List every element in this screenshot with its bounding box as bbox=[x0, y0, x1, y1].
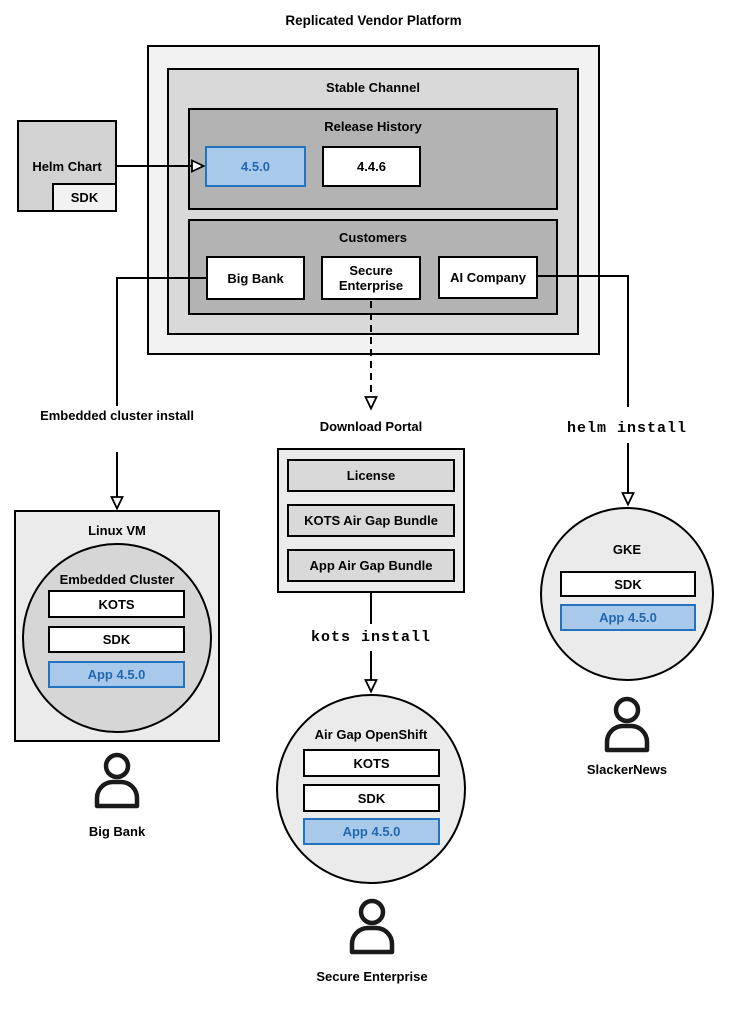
slackernews-person-icon bbox=[604, 696, 650, 753]
stable-channel-label: Stable Channel bbox=[326, 80, 420, 95]
helm-sdk-box: SDK bbox=[52, 183, 117, 212]
openshift-sdk-box: SDK bbox=[303, 784, 440, 812]
customers-label: Customers bbox=[339, 230, 407, 245]
portal-kots-bundle-box: KOTS Air Gap Bundle bbox=[287, 504, 455, 537]
release-446-box: 4.4.6 bbox=[322, 146, 421, 187]
secure-enterprise-person-icon bbox=[349, 898, 395, 955]
linux-vm-label: Linux VM bbox=[88, 523, 146, 538]
customer-secure-enterprise-box: Secure Enterprise bbox=[321, 256, 421, 300]
gke-label: GKE bbox=[612, 542, 642, 557]
helm-install-command-label: helm install bbox=[566, 420, 688, 437]
embedded-cluster-label: Embedded Cluster bbox=[59, 572, 175, 587]
openshift-kots-box: KOTS bbox=[303, 749, 440, 777]
slackernews-persona-label: SlackerNews bbox=[586, 762, 668, 777]
gke-app-box: App 4.5.0 bbox=[560, 604, 696, 631]
embedded-app-box: App 4.5.0 bbox=[48, 661, 185, 688]
big-bank-person-icon bbox=[94, 752, 140, 809]
diagram-title: Replicated Vendor Platform bbox=[285, 13, 462, 28]
release-history-label: Release History bbox=[324, 119, 422, 134]
kots-install-command-label: kots install bbox=[310, 629, 432, 646]
big-bank-persona-label: Big Bank bbox=[88, 824, 146, 839]
embedded-install-arrow-label: Embedded cluster install bbox=[40, 408, 194, 423]
embedded-kots-box: KOTS bbox=[48, 590, 185, 618]
portal-license-box: License bbox=[287, 459, 455, 492]
download-portal-label: Download Portal bbox=[319, 419, 423, 434]
portal-app-bundle-box: App Air Gap Bundle bbox=[287, 549, 455, 582]
gke-sdk-box: SDK bbox=[560, 571, 696, 597]
air-gap-openshift-label: Air Gap OpenShift bbox=[314, 727, 428, 742]
customer-big-bank-box: Big Bank bbox=[206, 256, 305, 300]
helm-chart-label: Helm Chart bbox=[32, 159, 102, 174]
embedded-sdk-box: SDK bbox=[48, 626, 185, 653]
customer-ai-company-box: AI Company bbox=[438, 256, 538, 299]
release-450-box: 4.5.0 bbox=[205, 146, 306, 187]
secure-enterprise-persona-label: Secure Enterprise bbox=[316, 969, 428, 984]
openshift-app-box: App 4.5.0 bbox=[303, 818, 440, 845]
